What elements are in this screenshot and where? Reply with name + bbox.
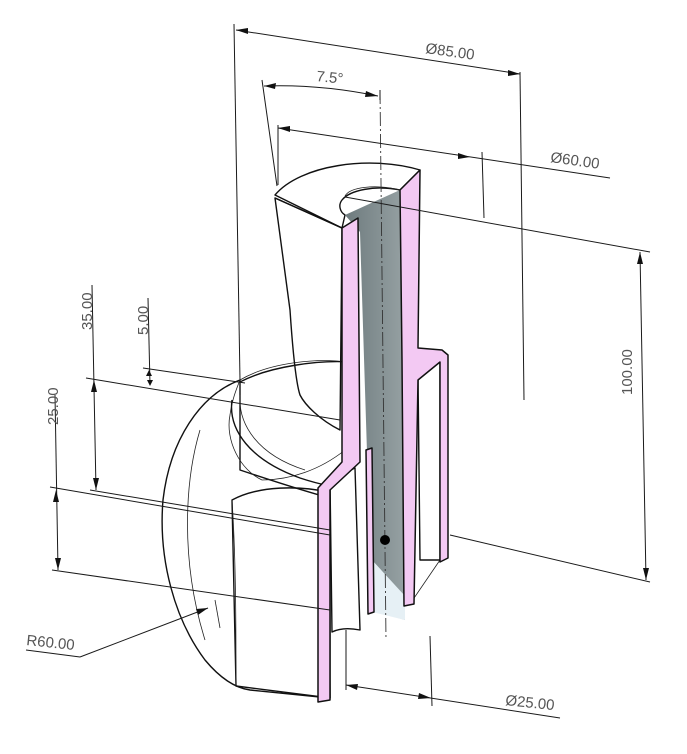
center-axis [379,89,387,641]
dimension-neck-diameter[interactable]: Ø60.00 [277,125,611,219]
svg-text:25.00: 25.00 [45,387,62,425]
dimension-outer-diameter[interactable]: Ø85.00 [233,23,525,401]
section-faces [317,169,449,703]
dimension-step-height[interactable]: 5.00 [135,297,246,386]
dimension-taper-angle[interactable]: 7.5° [261,68,381,187]
dimension-lower-height[interactable]: 25.00 [45,387,331,611]
dimension-upper-height[interactable]: 35.00 [79,284,341,531]
svg-text:Ø85.00: Ø85.00 [424,40,475,64]
origin-point[interactable] [380,535,390,545]
svg-text:Ø25.00: Ø25.00 [505,692,556,714]
svg-text:R60.00: R60.00 [26,632,76,654]
svg-text:7.5°: 7.5° [316,68,344,88]
svg-text:Ø60.00: Ø60.00 [549,149,600,173]
dimension-radius[interactable]: R60.00 [26,607,209,658]
dimension-total-height[interactable]: 100.00 [344,196,651,583]
svg-text:100.00: 100.00 [619,349,636,395]
housing-body[interactable] [161,360,351,699]
svg-text:35.00: 35.00 [79,292,96,330]
svg-text:5.00: 5.00 [135,306,152,335]
dimension-bore-diameter[interactable]: Ø25.00 [345,630,561,719]
neck-tube[interactable] [274,162,421,431]
bore [345,190,405,620]
